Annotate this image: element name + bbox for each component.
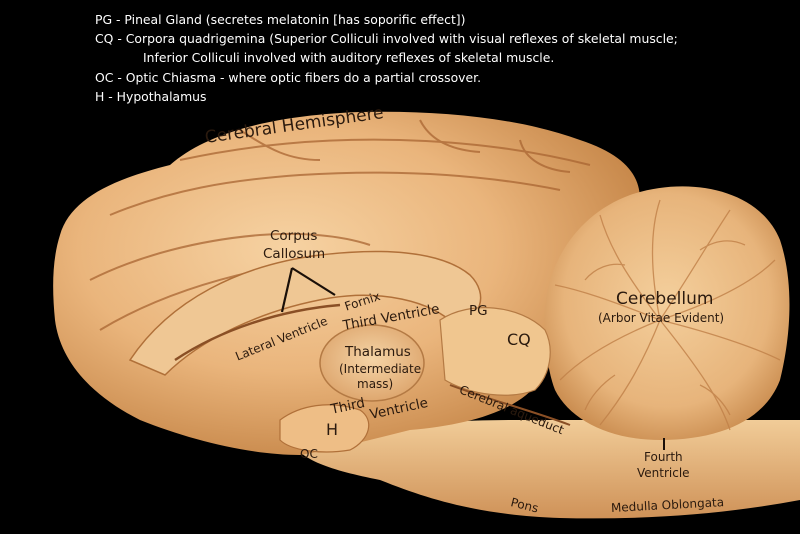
cerebellum-folia — [554, 199, 781, 431]
label-cerebellum: Cerebellum — [616, 289, 714, 309]
label-fourth-ventricle-2: Ventricle — [637, 466, 690, 480]
legend-h: H - Hypothalamus — [95, 88, 207, 104]
corpus-callosum-shape — [128, 250, 482, 376]
label-h: H — [326, 420, 339, 439]
cerebellum-shape — [544, 186, 790, 440]
label-oc: OC — [300, 447, 318, 461]
label-corpus-callosum-1: Corpus — [270, 228, 318, 244]
thalamus-shape — [319, 324, 425, 402]
label-thalamus-note-2: mass) — [357, 377, 394, 391]
legend-cq-line1: CQ - Corpora quadrigemina (Superior Coll… — [95, 31, 678, 47]
legend-pg: PG - Pineal Gland (secretes melatonin [h… — [95, 12, 466, 27]
brainstem-shape — [290, 420, 800, 519]
cerebral-aqueduct-line — [449, 384, 571, 426]
label-pg: PG — [469, 303, 488, 319]
legend-oc: OC - Optic Chiasma - where optic fibers … — [95, 69, 482, 85]
midbrain-shape — [439, 307, 551, 396]
label-thalamus-note-1: (Intermediate — [339, 362, 422, 376]
label-corpus-callosum-2: Callosum — [263, 246, 326, 262]
lateral-ventricle-groove — [174, 303, 341, 362]
corpus-callosum-pointer — [280, 267, 336, 313]
label-arbor-vitae: (Arbor Vitae Evident) — [598, 311, 725, 325]
hypothalamus-shape — [279, 404, 370, 453]
label-thalamus: Thalamus — [345, 344, 411, 360]
label-cq: CQ — [507, 330, 531, 349]
legend: PG - Pineal Gland (secretes melatonin [h… — [95, 10, 785, 106]
legend-cq-line2: Inferior Colliculi involved with auditor… — [143, 50, 555, 66]
label-fourth-ventricle-1: Fourth — [644, 450, 683, 464]
